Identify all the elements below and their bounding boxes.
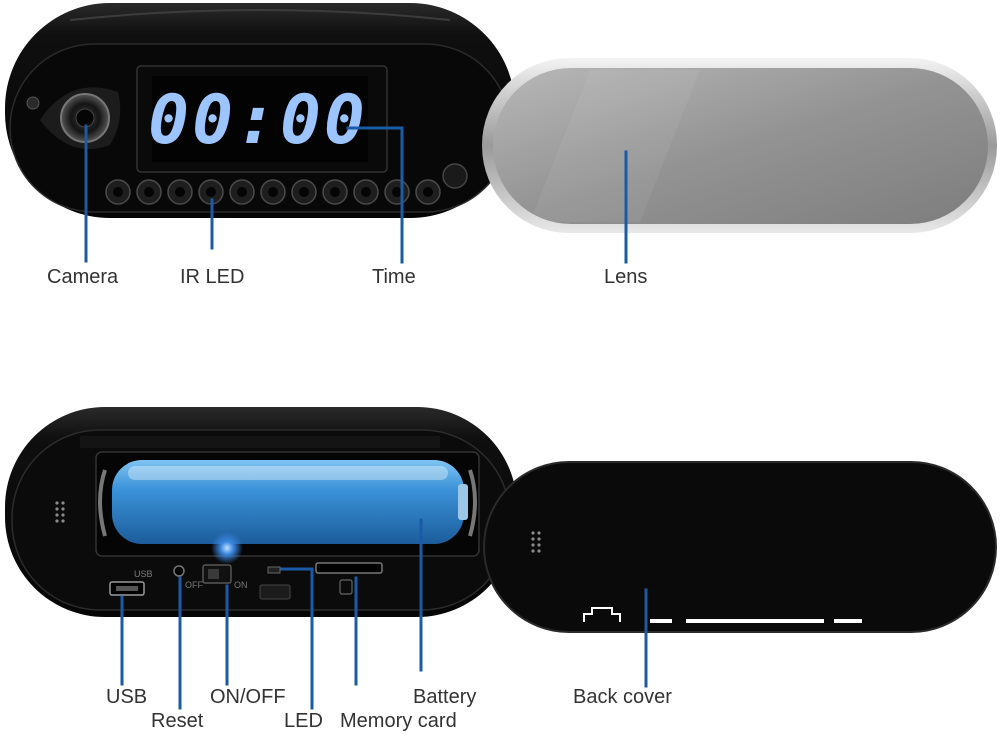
callout-line-time: [346, 126, 404, 264]
speaker-hole: [55, 507, 59, 511]
speaker-hole: [531, 537, 535, 541]
ir-led-core: [361, 187, 371, 197]
ir-led-row: [105, 179, 441, 205]
label-battery: Battery: [413, 686, 477, 708]
label-led: LED: [284, 710, 323, 732]
speaker-hole: [531, 543, 535, 547]
led-window-icon: [267, 566, 281, 574]
speaker-hole: [55, 501, 59, 505]
speaker-hole: [61, 519, 65, 523]
ir-led-core: [144, 187, 154, 197]
label-back-cover: Back cover: [573, 686, 672, 708]
power-switch-icon: [202, 564, 232, 584]
reset-hole-icon: [173, 565, 185, 577]
back-cover-panel: [483, 461, 997, 633]
speaker-hole: [61, 501, 65, 505]
ir-led-core: [175, 187, 185, 197]
label-ir-led: IR LED: [180, 266, 245, 288]
clock-display: [136, 65, 388, 173]
ir-led-core: [206, 187, 216, 197]
cover-speaker-grille-icon: [531, 531, 541, 553]
top-edge-highlight: [69, 9, 451, 21]
speaker-hole: [537, 537, 541, 541]
battery-icon: [112, 460, 468, 544]
switch-on-mark: ON: [234, 580, 248, 590]
speaker-hole: [531, 531, 535, 535]
speaker-hole: [61, 507, 65, 511]
label-time: Time: [372, 266, 416, 288]
label-on-off: ON/OFF: [210, 686, 286, 708]
label-lens: Lens: [604, 266, 648, 288]
clock-digits: 00:00: [148, 81, 368, 160]
usb-port-mark: USB: [134, 569, 153, 579]
callout-line-led: [280, 567, 314, 710]
ir-led-core: [423, 187, 433, 197]
speaker-hole: [537, 531, 541, 535]
speaker-hole: [537, 549, 541, 553]
speaker-hole: [55, 513, 59, 517]
ir-led-core: [392, 187, 402, 197]
switch-off-mark: OFF: [185, 580, 203, 590]
label-usb: USB: [106, 686, 148, 708]
ir-led-core: [299, 187, 309, 197]
label-memory-card: Memory card: [340, 710, 457, 732]
ir-led-core: [113, 187, 123, 197]
button-slot-icon: [259, 584, 291, 600]
ir-led-core: [330, 187, 340, 197]
ir-led-core: [268, 187, 278, 197]
speaker-hole: [537, 543, 541, 547]
label-camera: Camera: [47, 266, 119, 288]
callout-lines: [84, 124, 648, 710]
speaker-hole: [55, 519, 59, 523]
led-glow-icon: [211, 532, 243, 564]
ir-led-core: [237, 187, 247, 197]
usb-port-icon: [109, 581, 145, 596]
lens-mirror-cover: [482, 58, 997, 233]
speaker-grille-icon: [55, 501, 65, 523]
memory-card-slot-icon: [315, 562, 383, 595]
speaker-hole: [531, 549, 535, 553]
front-screw: [26, 96, 40, 110]
speaker-hole: [61, 513, 65, 517]
sensor-icon: [442, 163, 468, 189]
label-reset: Reset: [151, 710, 204, 732]
